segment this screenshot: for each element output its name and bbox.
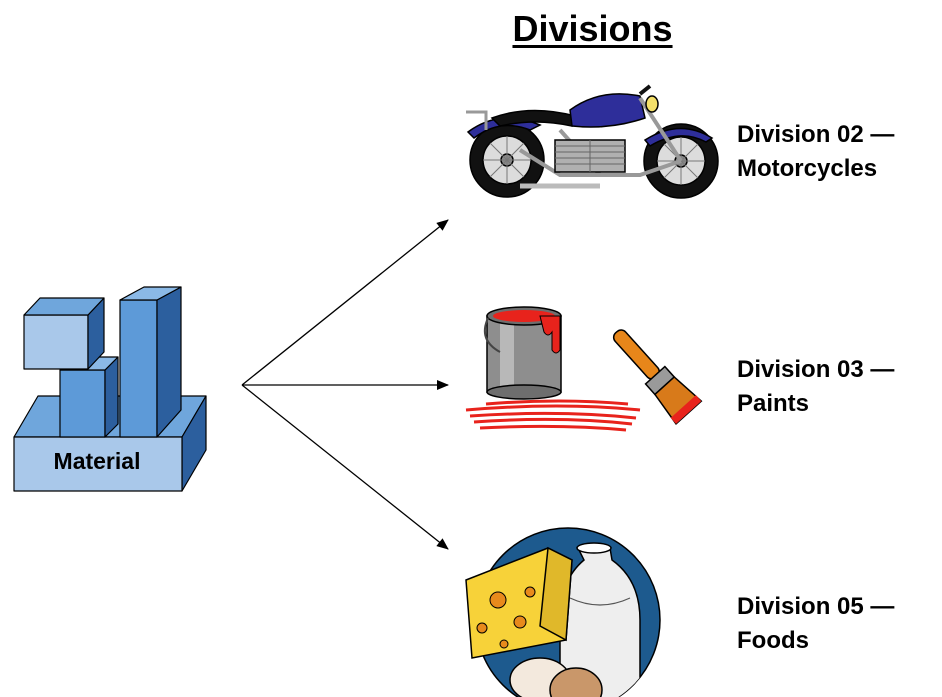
division-label-line1: Division 05 —	[737, 593, 895, 620]
division-label-line2: Foods	[737, 627, 809, 654]
arrow-to-foods	[241, 384, 449, 550]
division-label-line2: Paints	[737, 390, 810, 417]
material-icon	[13, 286, 207, 492]
page-title: Divisions	[512, 8, 673, 49]
material-label: Material	[53, 448, 141, 474]
arrow-to-motorcycles	[241, 219, 449, 386]
paint-can-brush-icon	[465, 306, 703, 432]
division-label-line1: Division 03 —	[737, 356, 895, 383]
cheese-milk-eggs-icon	[465, 527, 661, 697]
motorcycle-icon	[466, 84, 719, 199]
division-label-02: Division 02 — Motorcycles	[737, 118, 894, 186]
arrows	[241, 219, 449, 550]
division-label-03: Division 03 — Paints	[737, 353, 894, 421]
division-label-line1: Division 02 —	[737, 121, 895, 148]
division-label-line2: Motorcycles	[737, 155, 878, 182]
division-label-05: Division 05 — Foods	[737, 590, 894, 658]
